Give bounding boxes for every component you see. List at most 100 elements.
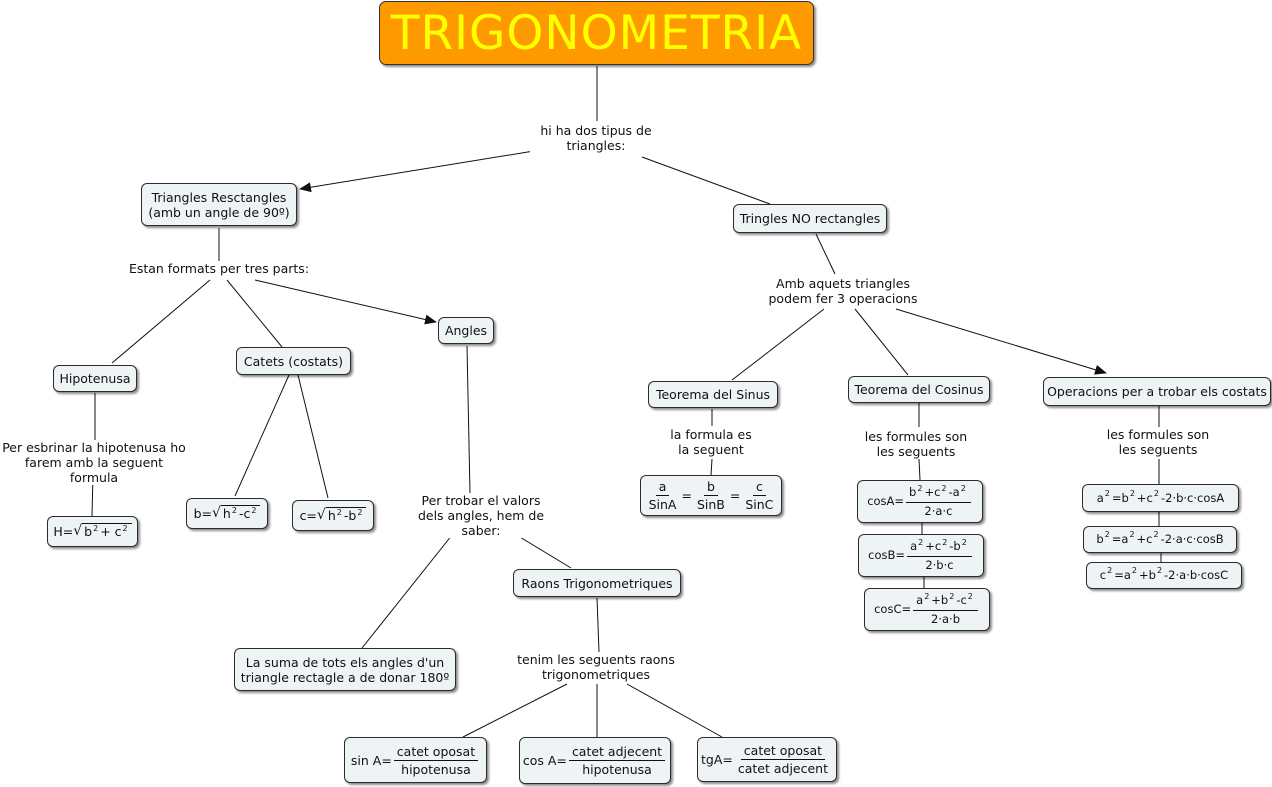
exponent: 2 (967, 591, 973, 601)
denominator: SinC (745, 497, 774, 512)
formula-lhs: cosB= (868, 548, 906, 562)
denominator: SinB (696, 497, 725, 512)
formula-lhs: H= (53, 524, 74, 539)
phrase-sine-formula: la formula es la seguent (665, 427, 757, 457)
exponent: 2 (93, 523, 99, 533)
node-trig-ratios[interactable]: Raons Trigonometriques (513, 569, 681, 597)
exponent: 2 (924, 591, 930, 601)
operator: - (343, 507, 349, 523)
denominator: hipotenusa (401, 761, 471, 777)
numerator: catet adjecent (568, 744, 666, 761)
exponent: 2 (941, 483, 947, 493)
exponent: 2 (1104, 488, 1110, 498)
term: -a (948, 484, 960, 499)
exponent: 2 (917, 483, 923, 493)
equals: = (681, 488, 692, 503)
phrase-trig-ratios: tenim les seguents raons trigonometrique… (516, 652, 676, 682)
term: -2·a·c·cosB (1160, 532, 1224, 546)
numerator: catet oposat (393, 744, 479, 761)
formula-lhs: sin A= (350, 752, 392, 768)
term: =b (1111, 490, 1129, 505)
numerator: catet oposat (740, 743, 826, 760)
exponent: 2 (1131, 566, 1137, 575)
exponent: 2 (949, 591, 955, 601)
term: +c (924, 484, 941, 499)
phrase-side-formulas: les formules son les seguents (1102, 427, 1214, 457)
sqrt-icon: √h2-b2 (317, 506, 367, 525)
term: -2·b·c·cosA (1160, 490, 1225, 505)
term: =a (1111, 532, 1129, 546)
term: a (1096, 490, 1104, 505)
formula-leg-b[interactable]: b= √h2-c2 (186, 498, 268, 529)
denominator: 2·a·b (931, 611, 960, 626)
exponent: 2 (1129, 488, 1135, 498)
exponent: 2 (122, 523, 128, 533)
exponent: 2 (1153, 488, 1159, 498)
formula-lhs: cosC= (874, 602, 912, 616)
node-sine-theorem[interactable]: Teorema del Sinus (648, 381, 778, 408)
numerator: a2+b2-c2 (913, 591, 978, 611)
exponent: 2 (251, 505, 257, 515)
operator: + (100, 523, 111, 539)
exponent: 2 (960, 483, 966, 493)
term: +c (1136, 490, 1153, 505)
term: a (910, 538, 918, 553)
term: c (1099, 568, 1107, 582)
exponent: 2 (942, 537, 948, 547)
exponent: 2 (336, 507, 342, 517)
node-non-right-triangles[interactable]: Tringles NO rectangles (733, 204, 887, 233)
phrase-three-operations: Amb aquets triangles podem fer 3 operaci… (765, 276, 921, 306)
node-right-triangles[interactable]: Triangles Resctangles (amb un angle de 9… (141, 183, 297, 226)
exponent: 2 (1129, 530, 1135, 539)
term: +b (1139, 568, 1156, 582)
term: -c (956, 592, 967, 607)
term: b (84, 523, 93, 539)
term: -b (949, 538, 961, 553)
sqrt-icon: √h2-c2 (212, 504, 261, 523)
equals: = (729, 488, 741, 503)
exponent: 2 (961, 537, 967, 547)
numerator: a (655, 479, 670, 496)
numerator: b2+c2-a2 (906, 483, 971, 503)
term: c (114, 523, 122, 539)
node-hypotenuse[interactable]: Hipotenusa (53, 365, 137, 392)
term: a (916, 592, 924, 607)
formula-leg-c[interactable]: c= √h2-b2 (292, 500, 374, 531)
numerator: b (703, 479, 718, 496)
phrase-find-angles: Per trobar el valors dels angles, hem de… (405, 493, 557, 538)
exponent: 2 (1153, 530, 1159, 539)
node-cosine-theorem[interactable]: Teorema del Cosinus (848, 376, 990, 403)
exponent: 2 (1156, 566, 1163, 575)
node-side-operations[interactable]: Operacions per a trobar els costats (1043, 377, 1271, 406)
term: +c (1136, 532, 1153, 546)
exponent: 2 (231, 505, 237, 515)
exponent: 2 (357, 507, 363, 517)
node-angle-sum[interactable]: La suma de tots els angles d'un triangle… (234, 648, 456, 691)
phrase-three-parts: Estan formats per tres parts: (128, 261, 310, 276)
formula-lhs: c= (299, 508, 317, 523)
node-angles[interactable]: Angles (438, 317, 494, 344)
denominator: 2·a·c (924, 503, 953, 518)
phrase-cosine-formulas: les formules son les seguents (862, 429, 970, 459)
term: h (222, 505, 231, 521)
formula-hypotenuse[interactable]: H= √b2+ c2 (47, 516, 138, 547)
node-legs[interactable]: Catets (costats) (236, 347, 351, 375)
main-title: TRIGONOMETRIA (379, 1, 814, 65)
